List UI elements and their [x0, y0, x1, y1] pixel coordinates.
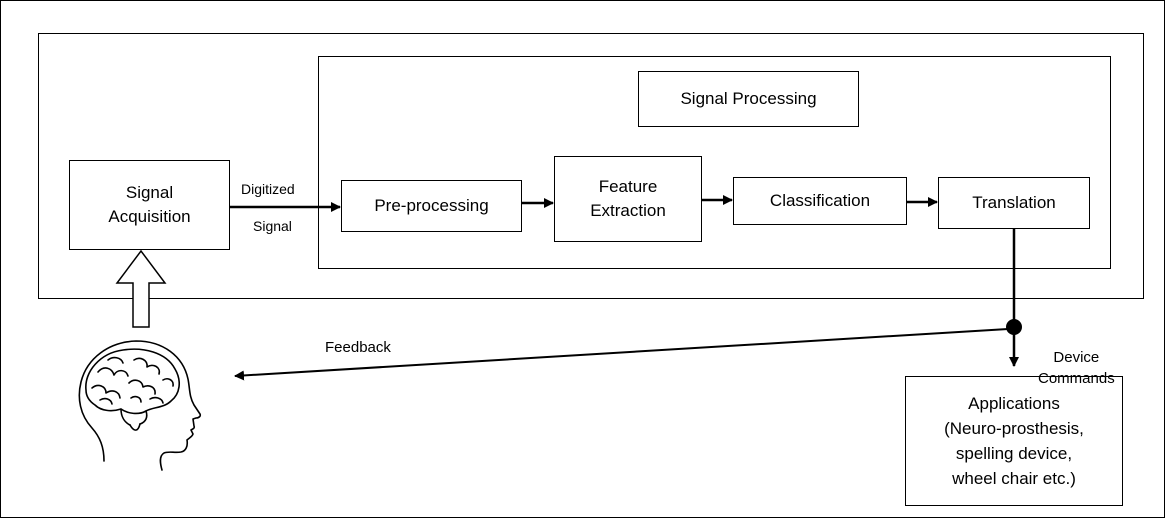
classification-label: Classification — [769, 191, 871, 210]
translation-block: Translation — [938, 177, 1090, 229]
signal-processing-container — [318, 56, 1111, 269]
pre-processing-block: Pre-processing — [341, 180, 522, 232]
edge-label-feedback: Feedback — [325, 339, 391, 356]
signal-acquisition-label: Signal Acquisition — [108, 183, 191, 226]
edge-label-device-commands: Device Commands — [1038, 349, 1115, 387]
edge-label-signal: Signal — [253, 218, 292, 234]
signal-processing-label: Signal Processing — [680, 89, 817, 108]
arrow-feedback — [234, 328, 1009, 381]
hollow-up-arrow — [115, 249, 167, 328]
signal-acquisition-block: Signal Acquisition — [69, 160, 230, 250]
junction-dot — [1006, 319, 1022, 335]
applications-block: Applications (Neuro-prosthesis, spelling… — [905, 376, 1123, 506]
applications-label: Applications (Neuro-prosthesis, spelling… — [944, 394, 1084, 488]
bci-system-container — [38, 33, 1144, 299]
signal-processing-title-block: Signal Processing — [638, 71, 859, 127]
brain-head-icon — [78, 340, 202, 471]
edge-label-digitized: Digitized — [241, 181, 295, 197]
feature-extraction-block: Feature Extraction — [554, 156, 702, 242]
pre-processing-label: Pre-processing — [374, 196, 489, 215]
translation-label: Translation — [972, 193, 1056, 212]
feature-extraction-label: Feature Extraction — [590, 177, 666, 220]
classification-block: Classification — [733, 177, 907, 225]
